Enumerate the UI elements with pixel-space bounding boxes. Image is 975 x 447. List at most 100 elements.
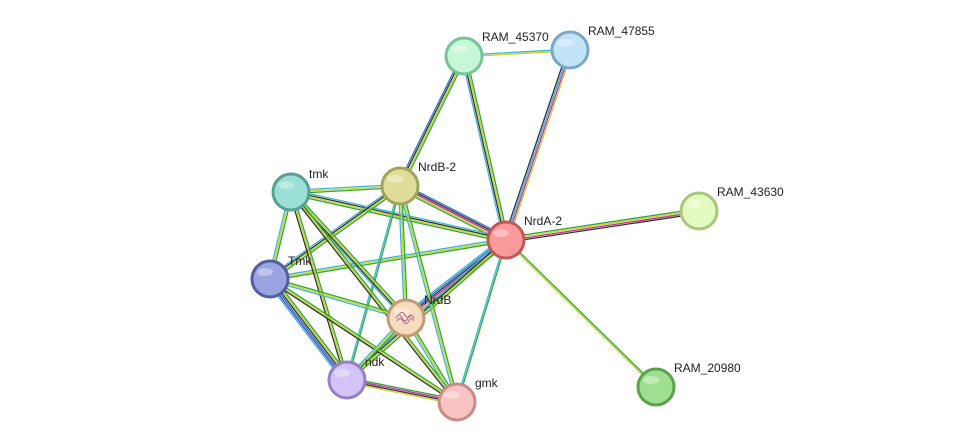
node-highlight [334,369,350,377]
node-Tmk[interactable]: Tmk [250,254,312,299]
node-circle[interactable] [250,259,290,299]
edge-NrdA-2-ndk[interactable] [344,237,509,383]
node-highlight [387,175,403,183]
edge-evidence-yellow [290,192,507,242]
node-highlight [643,376,659,384]
node-circle[interactable] [444,36,484,76]
node-gmk[interactable]: gmk [437,376,499,422]
edge-NrdA-2-RAM_43630[interactable] [504,207,701,244]
edge-NrdA-2-Tmk[interactable] [269,237,507,282]
edge-RAM_45370-NrdB-2[interactable] [397,54,467,188]
node-highlight [451,45,467,53]
edge-evidence-yellow [290,191,348,381]
node-label: Tmk [288,254,312,268]
edge-evidence-yellow [269,278,407,319]
edge-Tmk-ndk[interactable] [266,275,351,384]
edge-evidence-black [268,184,401,279]
edge-evidence-cyan [269,237,507,279]
edge-evidence-blue [268,278,348,382]
node-ndk[interactable]: ndk [327,355,385,400]
edge-evidence-black [269,277,349,381]
edge-evidence-green [347,241,509,383]
node-label: NrdB [424,293,451,307]
edge-evidence-green [457,239,508,403]
edge-evidence-yellow [400,55,466,188]
node-highlight [257,268,273,276]
edge-evidence-green [291,190,350,381]
node-label: RAM_45370 [482,30,549,44]
edge-evidence-green [291,190,459,402]
edge-tmk-ndk[interactable] [288,190,350,382]
edge-evidence-black [462,55,506,241]
edge-NrdA-2-tmk[interactable] [289,189,508,243]
edge-NrdB-2-Tmk[interactable] [267,183,403,282]
edge-evidence-yellow [290,190,408,319]
node-highlight [493,229,509,237]
edge-evidence-green [289,193,507,243]
node-RAM_45370[interactable]: RAM_45370 [444,30,549,76]
edge-evidence-black [290,190,507,240]
edge-evidence-cyan [402,236,505,316]
edge-evidence-cyan [397,185,457,404]
edge-evidence-blue [403,237,506,317]
edge-evidence-yellow [505,209,700,240]
node-circle[interactable] [327,360,367,400]
edge-NrdA-2-RAM_20980[interactable] [504,238,658,389]
node-label: RAM_20980 [674,361,741,375]
node-tmk[interactable]: tmk [271,167,329,212]
node-label: tmk [309,167,329,181]
node-circle[interactable] [550,30,590,70]
node-highlight [557,39,573,47]
edge-evidence-yellow [269,239,507,280]
edge-evidence-black [505,212,701,244]
edge-evidence-green [400,184,460,403]
node-RAM_47855[interactable]: RAM_47855 [550,24,655,70]
edge-RAM_45370-NrdA-2[interactable] [461,54,509,242]
edge-evidence-cyan [344,237,506,379]
edge-NrdB-2-NrdB[interactable] [397,185,409,319]
edge-NrdB-2-gmk[interactable] [397,184,460,404]
edge-evidence-magenta [399,185,507,241]
edge-NrdA-2-gmk[interactable] [455,239,508,403]
edge-evidence-yellow [269,278,458,403]
node-RAM_20980[interactable]: RAM_20980 [636,361,741,407]
node-circle[interactable] [271,172,311,212]
edge-evidence-cyan [268,279,407,321]
node-circle[interactable] [437,382,477,422]
edge-evidence-magenta [506,49,572,241]
node-RAM_43630[interactable]: RAM_43630 [679,185,784,231]
edge-tmk-gmk[interactable] [289,190,459,404]
node-circle[interactable] [486,220,526,260]
edge-evidence-yellow [346,239,508,382]
edge-evidence-black [268,279,457,404]
edge-evidence-purple [267,279,346,383]
edge-RAM_47855-NrdA-2[interactable] [503,48,573,242]
edge-evidence-green [347,185,402,381]
edge-evidence-black [398,54,464,187]
node-circle[interactable] [380,166,420,206]
edge-Tmk-NrdB[interactable] [268,276,408,321]
edge-evidence-yellow [269,186,402,281]
edge-evidence-green [270,277,459,402]
node-NrdA-2[interactable]: NrdA-2 [486,214,562,260]
node-circle[interactable] [636,367,676,407]
edge-evidence-green [400,185,409,319]
node-NrdB-2[interactable]: NrdB-2 [380,160,456,206]
edge-evidence-green [269,240,507,282]
node-circle[interactable] [386,298,426,338]
edge-evidence-green [401,56,467,188]
edge-evidence-yellow [504,239,657,389]
edge-Tmk-gmk[interactable] [268,277,459,404]
edge-evidence-green [269,276,408,318]
edge-evidence-cyan [461,55,505,242]
edge-evidence-cyan [397,185,406,319]
node-label: ndk [365,355,385,369]
edge-evidence-green [292,189,409,318]
edge-evidence-black [400,183,508,240]
edge-evidence-yellow [399,185,458,403]
node-circle[interactable] [679,191,719,231]
protein-structure-icon [395,312,415,324]
edge-evidence-green [465,54,509,241]
node-NrdB[interactable]: NrdB [386,293,451,338]
